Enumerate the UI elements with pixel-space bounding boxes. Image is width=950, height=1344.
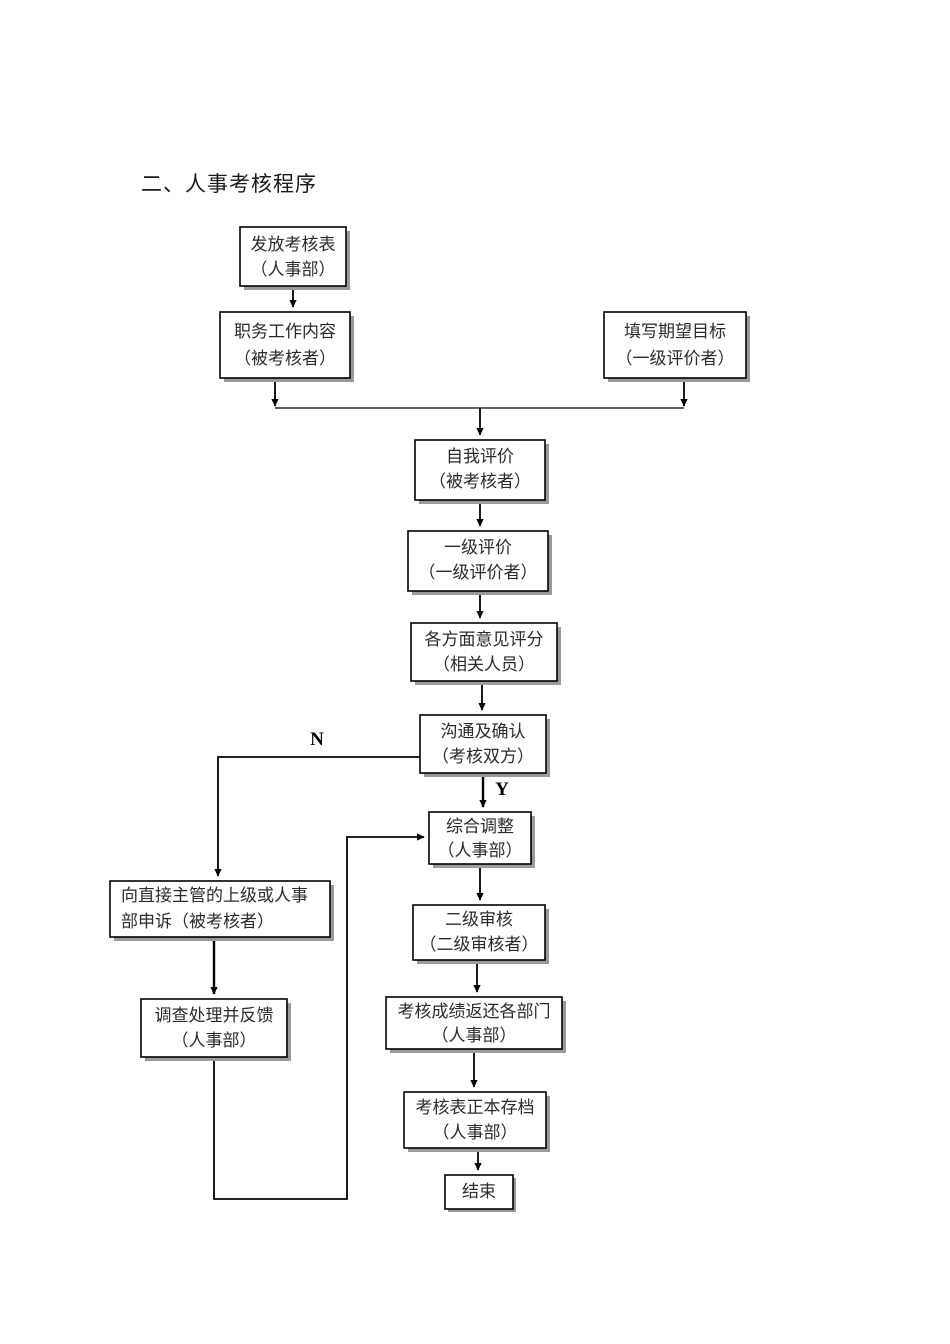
node-line2: （一级评价者） (419, 563, 538, 582)
node-line2: （人事部） (251, 260, 336, 279)
page-title: 二、人事考核程序 (141, 172, 317, 196)
node-line2: （人事部） (438, 841, 523, 860)
node-line2: （二级审核者） (420, 935, 539, 954)
node-line2: （人事部） (432, 1026, 517, 1045)
node-self-evaluation[interactable]: 自我评价 （被考核者） (414, 439, 549, 504)
edge-confirm-to-appeal-no (214, 756, 420, 877)
node-appeal-to-supervisor-or-hr[interactable]: 向直接主管的上级或人事 部申诉（被考核者） (109, 880, 334, 941)
node-line1: 各方面意见评分 (425, 630, 544, 649)
node-line2: （相关人员） (433, 655, 535, 674)
node-line1: 职务工作内容 (234, 322, 336, 341)
node-end[interactable]: 结束 (444, 1174, 516, 1212)
node-line2: （人事部） (433, 1123, 518, 1142)
node-line1: 考核表正本存档 (416, 1098, 535, 1117)
node-job-content[interactable]: 职务工作内容 （被考核者） (219, 311, 354, 382)
node-archive-original-form[interactable]: 考核表正本存档 （人事部） (403, 1091, 550, 1152)
node-line1: 考核成绩返还各部门 (398, 1002, 551, 1021)
node-first-level-evaluation[interactable]: 一级评价 （一级评价者） (407, 530, 552, 595)
node-line1: 综合调整 (446, 817, 514, 836)
node-layer: 发放考核表 （人事部） 职务工作内容 （被考核者） 填写期望目标 （一级评价者） (109, 226, 750, 1212)
node-line1: 二级审核 (445, 910, 513, 929)
branch-label-layer: N Y (310, 729, 509, 800)
node-issue-appraisal-form[interactable]: 发放考核表 （人事部） (239, 226, 350, 290)
node-line1: 发放考核表 (251, 235, 336, 254)
node-line2: （被考核者） (429, 472, 531, 491)
node-line1: 填写期望目标 (624, 322, 726, 341)
node-line2: （人事部） (172, 1031, 257, 1050)
node-line2: （一级评价者） (616, 349, 735, 368)
node-expected-goal[interactable]: 填写期望目标 （一级评价者） (603, 311, 750, 382)
node-multi-source-scoring[interactable]: 各方面意见评分 （相关人员） (410, 622, 561, 685)
node-line1: 调查处理并反馈 (155, 1006, 274, 1025)
node-comprehensive-adjustment[interactable]: 综合调整 （人事部） (428, 811, 535, 868)
node-second-level-review[interactable]: 二级审核 （二级审核者） (412, 904, 549, 964)
node-line1: 沟通及确认 (441, 722, 526, 741)
node-investigate-and-feedback[interactable]: 调查处理并反馈 （人事部） (140, 998, 291, 1061)
node-return-scores-to-departments[interactable]: 考核成绩返还各部门 （人事部） (385, 996, 566, 1053)
node-line2: 部申诉（被考核者） (121, 912, 274, 931)
node-line2: （被考核者） (234, 349, 336, 368)
branch-label-yes: Y (495, 779, 509, 800)
node-communicate-and-confirm[interactable]: 沟通及确认 （考核双方） (419, 714, 550, 777)
edge-investigate-back-to-adjust (213, 833, 425, 1200)
node-line1: 向直接主管的上级或人事 (121, 886, 308, 905)
edge-layer (210, 286, 688, 1200)
node-line1: 自我评价 (446, 447, 514, 466)
node-line1: 结束 (462, 1182, 496, 1201)
branch-label-no: N (310, 729, 324, 750)
node-line2: （考核双方） (432, 747, 534, 766)
node-line1: 一级评价 (444, 538, 512, 557)
